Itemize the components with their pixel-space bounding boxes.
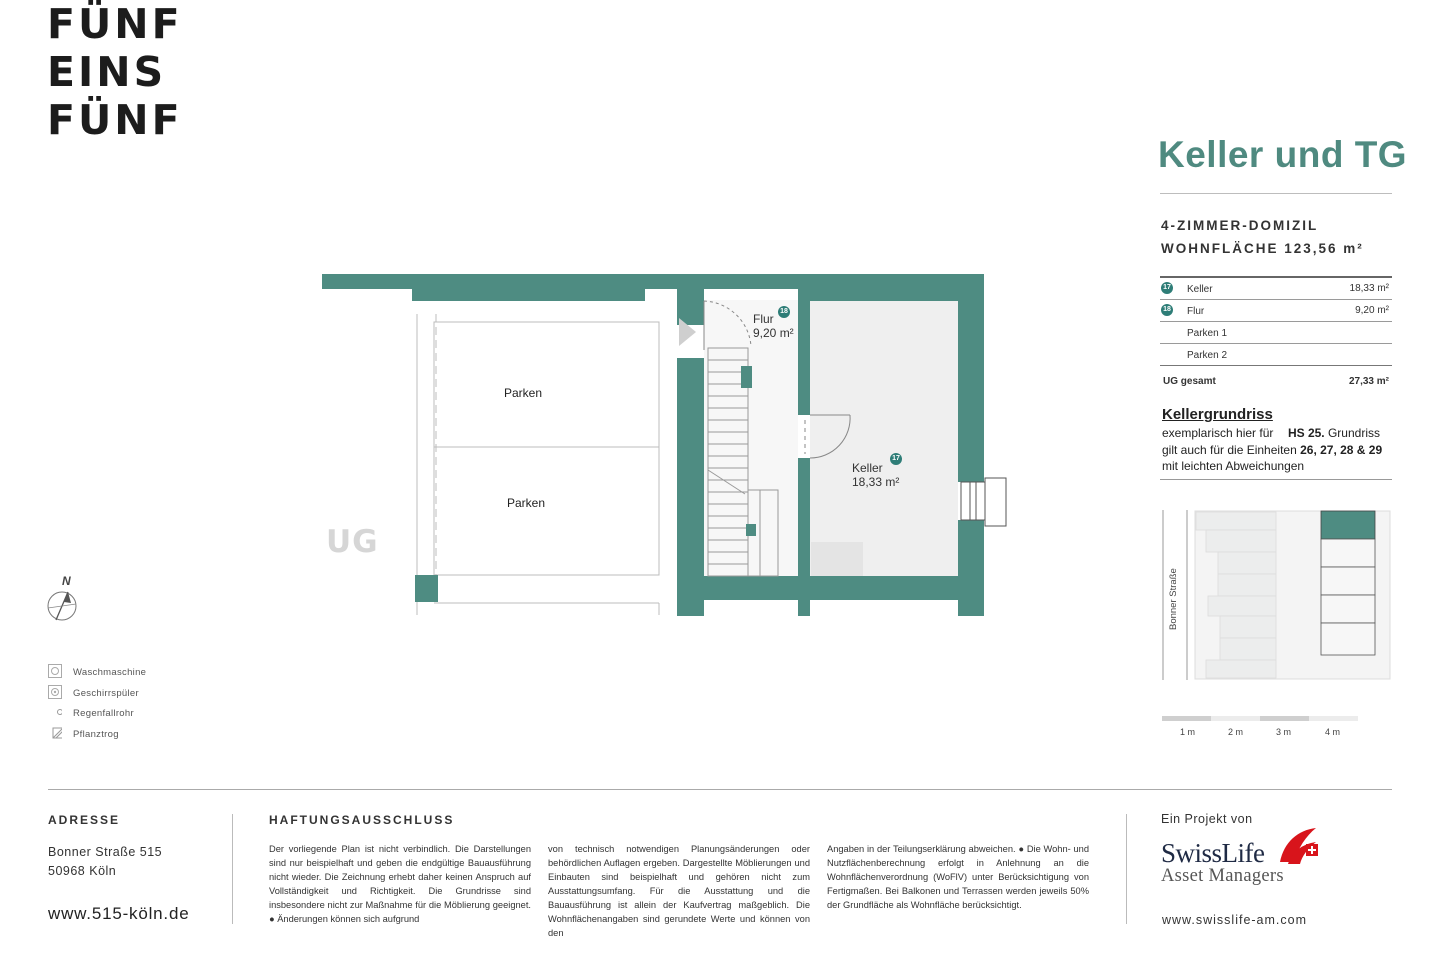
site-plan (1162, 510, 1391, 680)
footer-separator (1126, 814, 1127, 924)
logo-line-3: FÜNF (47, 96, 183, 144)
room-number-badge: 18 (1161, 304, 1173, 316)
keller-label: Keller (852, 461, 883, 475)
room-number-badge: 17 (890, 453, 902, 465)
table-row: Parken 1 (1160, 322, 1392, 344)
flur-label: Flur (753, 312, 774, 326)
brand-name: SwissLife (1161, 838, 1265, 868)
disclaimer-heading: HAFTUNGSAUSSCHLUSS (269, 813, 455, 827)
project-by-label: Ein Projekt von (1161, 812, 1253, 826)
legend-label: Geschirrspüler (73, 687, 139, 699)
swisslife-logo-icon (1280, 828, 1318, 864)
legend-label: Waschmaschine (73, 667, 147, 678)
dishwasher-icon (48, 684, 62, 699)
note-bold: 26, 27, 28 & 29 (1300, 442, 1383, 457)
project-logo: FÜNF EINS FÜNF (47, 0, 183, 144)
address-heading: ADRESSE (48, 813, 121, 827)
scale-label: 1 m (1180, 727, 1196, 737)
brand-website-link[interactable]: www.swisslife-am.com (1162, 913, 1308, 927)
note-bold: HS 25. (1287, 426, 1325, 440)
total-label: UG gesamt (1163, 376, 1216, 387)
scale-label: 2 m (1228, 727, 1244, 737)
compass-icon (47, 591, 77, 621)
disclaimer-column-3: Angaben in der Teilungserklärung abweich… (827, 844, 1089, 910)
project-website-link[interactable]: www.515-köln.de (48, 904, 190, 923)
note-text: exemplarisch hier für (1162, 426, 1274, 440)
room-label: Parken 2 (1187, 350, 1228, 361)
scale-label: 4 m (1325, 727, 1341, 737)
title-divider (1160, 193, 1392, 194)
doors (703, 300, 851, 459)
keller-room (810, 300, 958, 576)
stairs (707, 347, 779, 577)
flur-area: 9,20 m² (753, 326, 794, 340)
floorplan-note: Kellergrundriss exemplarisch hier für HS… (1162, 405, 1394, 475)
window (960, 477, 1007, 527)
disclaimer-column-1: Der vorliegende Plan ist nicht verbindli… (269, 844, 531, 924)
table-row: Parken 2 (1160, 344, 1392, 366)
logo-line-2: EINS (47, 48, 167, 96)
note-text: gilt auch für die Einheiten (1162, 442, 1301, 457)
footer-separator (232, 814, 233, 924)
north-label: N (62, 574, 71, 588)
note-heading: Kellergrundriss (1162, 406, 1273, 423)
room-number-badge: 18 (778, 306, 790, 318)
table-row: 17 Keller 18,33 m² (1160, 278, 1392, 300)
room-area: 9,20 m² (1355, 305, 1389, 316)
legend-label: Regenfallrohr (73, 708, 134, 719)
unit-area: WOHNFLÄCHE 123,56 m² (1161, 241, 1364, 256)
room-label: Flur (1187, 306, 1205, 317)
keller-area: 18,33 m² (852, 475, 900, 489)
planter-icon (52, 727, 62, 738)
parking-space-2 (433, 446, 660, 576)
entrance-arrow (679, 318, 696, 346)
note-divider (1160, 479, 1392, 480)
walls (322, 274, 984, 616)
washing-machine-icon (48, 664, 62, 678)
room-area: 18,33 m² (1349, 283, 1389, 294)
room-label: Parken 1 (1187, 328, 1228, 339)
level-label: UG (326, 524, 379, 560)
unit-name: 4-ZIMMER-DOMIZIL (1161, 218, 1319, 233)
table-total-row: UG gesamt 27,33 m² (1160, 366, 1392, 392)
downpipe-icon (57, 709, 62, 715)
street-label: Bonner Straße (1168, 568, 1179, 630)
parking-label-1: Parken (504, 386, 543, 400)
table-row: 18 Flur 9,20 m² (1160, 300, 1392, 322)
parking-space-1 (433, 321, 660, 448)
scale-label: 3 m (1276, 727, 1292, 737)
address-city: 50968 Köln (48, 864, 117, 878)
floor-plan (322, 274, 1007, 616)
room-number-badge: 17 (1161, 282, 1173, 294)
highlighted-unit (1320, 510, 1376, 540)
scale-bar: 1 m 2 m 3 m 4 m (1162, 716, 1358, 737)
parking-label-2: Parken (507, 496, 546, 510)
disclaimer-column-2: von technisch notwendigen Planungsänderu… (548, 844, 810, 938)
address-street: Bonner Straße 515 (48, 845, 163, 859)
total-value: 27,33 m² (1348, 376, 1389, 387)
room-label: Keller (1187, 284, 1213, 295)
logo-line-1: FÜNF (47, 0, 183, 48)
brand-subtitle: Asset Managers (1161, 866, 1284, 886)
page-title: Keller und TG (1158, 134, 1408, 175)
footer-divider (48, 789, 1392, 790)
note-text: Grundriss (1324, 426, 1380, 440)
rooms-table: 17 Keller 18,33 m² 18 Flur 9,20 m² Parke… (1160, 276, 1392, 392)
note-text: mit leichten Abweichungen (1162, 459, 1305, 473)
legend-label: Pflanztrog (73, 728, 119, 740)
